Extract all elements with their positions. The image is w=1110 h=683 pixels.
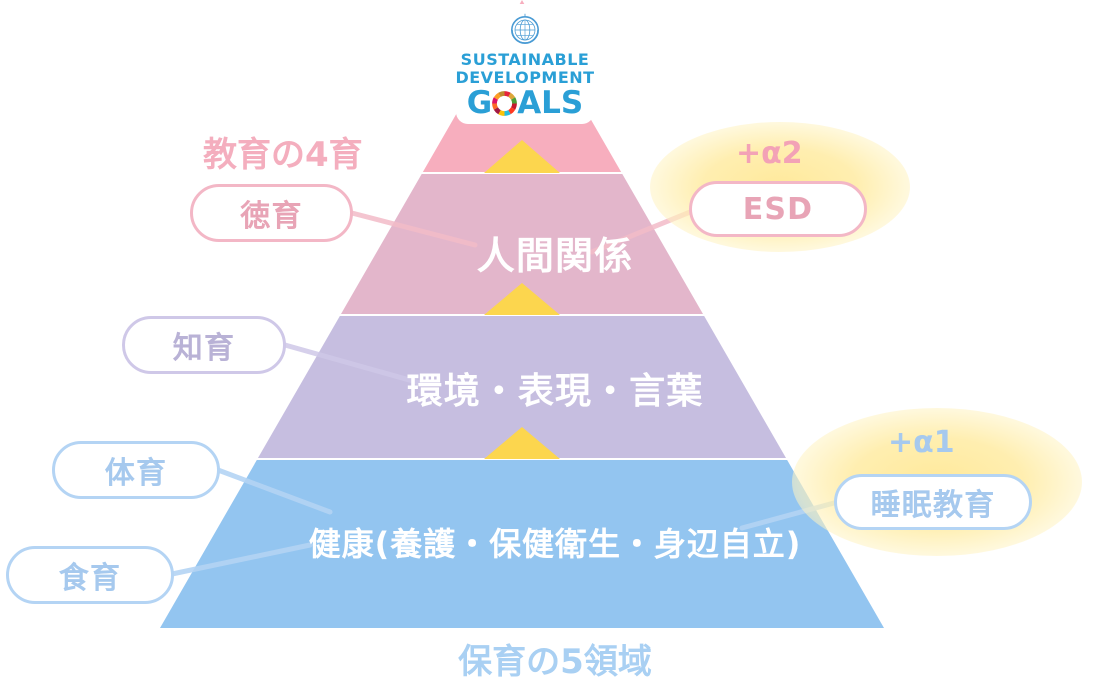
sdg-line-2: DEVELOPMENT [456, 68, 594, 87]
label-pill-chiiku[interactable]: 知育 [122, 316, 286, 374]
band-label-human: 人間関係 [476, 234, 634, 278]
label-pill-taiiku-text: 体育 [104, 456, 168, 491]
label-pill-shokuiku[interactable]: 食育 [6, 546, 174, 604]
badge-alpha1: +α1 [888, 425, 955, 460]
un-emblem-icon [511, 13, 539, 44]
sdg-logo-card: SUSTAINABLE DEVELOPMENT G [456, 4, 594, 124]
sdg-color-wheel-icon [492, 91, 518, 116]
sdg-goals-g: G [466, 85, 493, 121]
label-pill-tokuiku[interactable]: 徳育 [190, 184, 353, 242]
divider-triangle-2 [484, 283, 560, 315]
label-pill-shokuiku-text: 食育 [58, 561, 122, 596]
label-pill-taiiku[interactable]: 体育 [52, 441, 220, 499]
sdg-line-1: SUSTAINABLE [460, 50, 590, 69]
caption-childcare-five: 保育の5領域 [458, 642, 652, 682]
badge-alpha2: +α2 [736, 136, 803, 171]
label-pill-esd[interactable]: ESD [689, 181, 867, 237]
divider-triangle-3 [484, 427, 560, 459]
caption-education-four: 教育の4育 [203, 135, 363, 175]
connector-taiiku [215, 467, 333, 515]
sdg-goals-als: ALS [517, 85, 584, 121]
label-pill-suimin-text: 睡眠教育 [870, 488, 996, 523]
label-pill-suimin[interactable]: 睡眠教育 [834, 474, 1032, 530]
label-pill-chiiku-text: 知育 [172, 331, 236, 366]
label-pill-tokuiku-text: 徳育 [240, 199, 303, 234]
label-pill-esd-text: ESD [742, 191, 814, 227]
sdg-goals-row: G [467, 88, 584, 119]
divider-triangle-1 [484, 140, 560, 173]
